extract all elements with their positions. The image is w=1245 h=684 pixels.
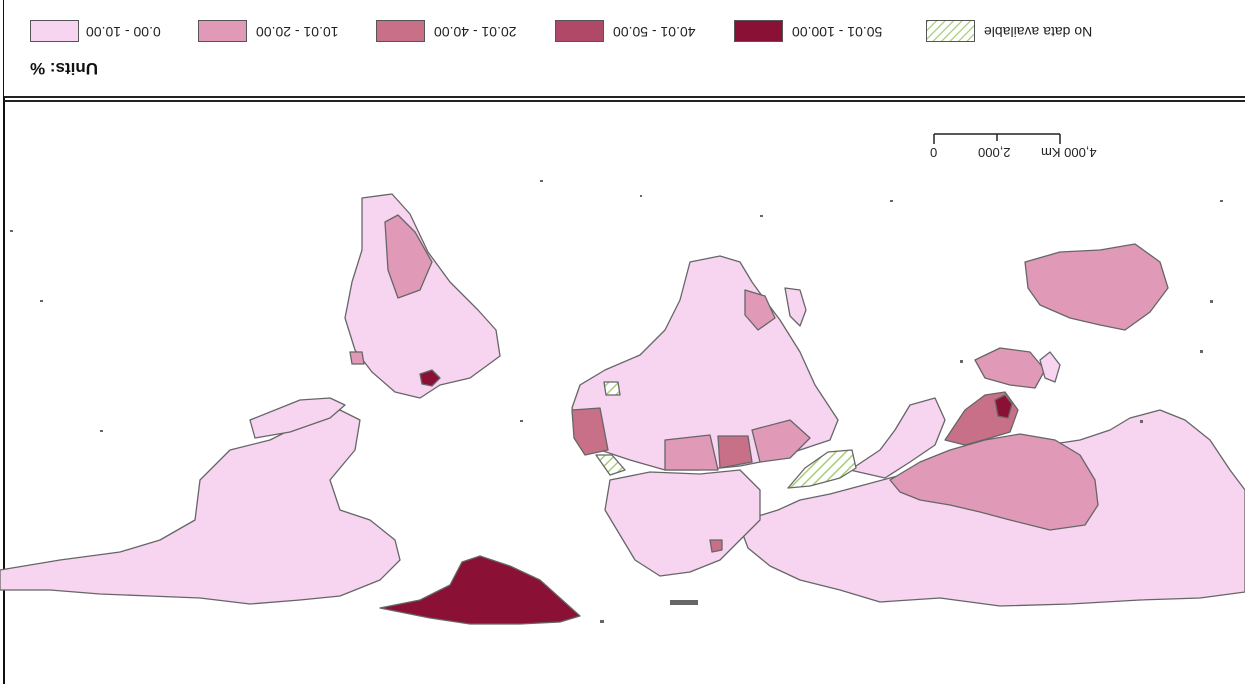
region-west-africa-dark	[571, 407, 609, 456]
hatch-pattern-icon	[927, 21, 974, 41]
region-europe	[604, 469, 761, 577]
region-north-america	[0, 409, 401, 605]
region-southeast-dark	[994, 394, 1013, 419]
legend-swatch-50-100	[734, 20, 783, 42]
region-no-data-africa	[595, 454, 626, 476]
legend-divider-inner	[4, 100, 1245, 102]
region-greenland	[379, 555, 581, 625]
scale-bar	[933, 133, 1061, 144]
region-south-america	[344, 193, 501, 399]
region-east-asia	[1024, 243, 1169, 331]
region-madagascar	[784, 287, 807, 327]
region-africa-pink-3	[717, 435, 753, 469]
region-no-data-asia	[787, 449, 857, 489]
legend-divider	[4, 96, 1245, 98]
region-sa-pink	[349, 351, 365, 365]
region-central-america	[249, 397, 346, 439]
region-central-asia	[849, 397, 946, 479]
region-australia	[1039, 351, 1061, 383]
legend-swatch-20-40	[376, 20, 425, 42]
region-se-asia-islands	[974, 347, 1046, 389]
legend-swatch-0-10	[30, 20, 79, 42]
region-africa-pink-1	[744, 289, 776, 331]
region-africa-pink-2	[664, 434, 719, 471]
legend-swatch-10-20	[198, 20, 247, 42]
legend	[4, 0, 1245, 98]
region-sa-dark	[419, 369, 441, 387]
region-argentina	[384, 214, 433, 299]
small-islands	[10, 180, 1223, 623]
legend-swatch-no-data	[926, 20, 975, 42]
frame-border	[3, 0, 5, 684]
legend-swatch-40-50	[555, 20, 604, 42]
region-no-data-africa-2	[603, 381, 621, 396]
region-europe-pink	[709, 539, 723, 553]
region-africa-pink-4	[751, 419, 811, 463]
